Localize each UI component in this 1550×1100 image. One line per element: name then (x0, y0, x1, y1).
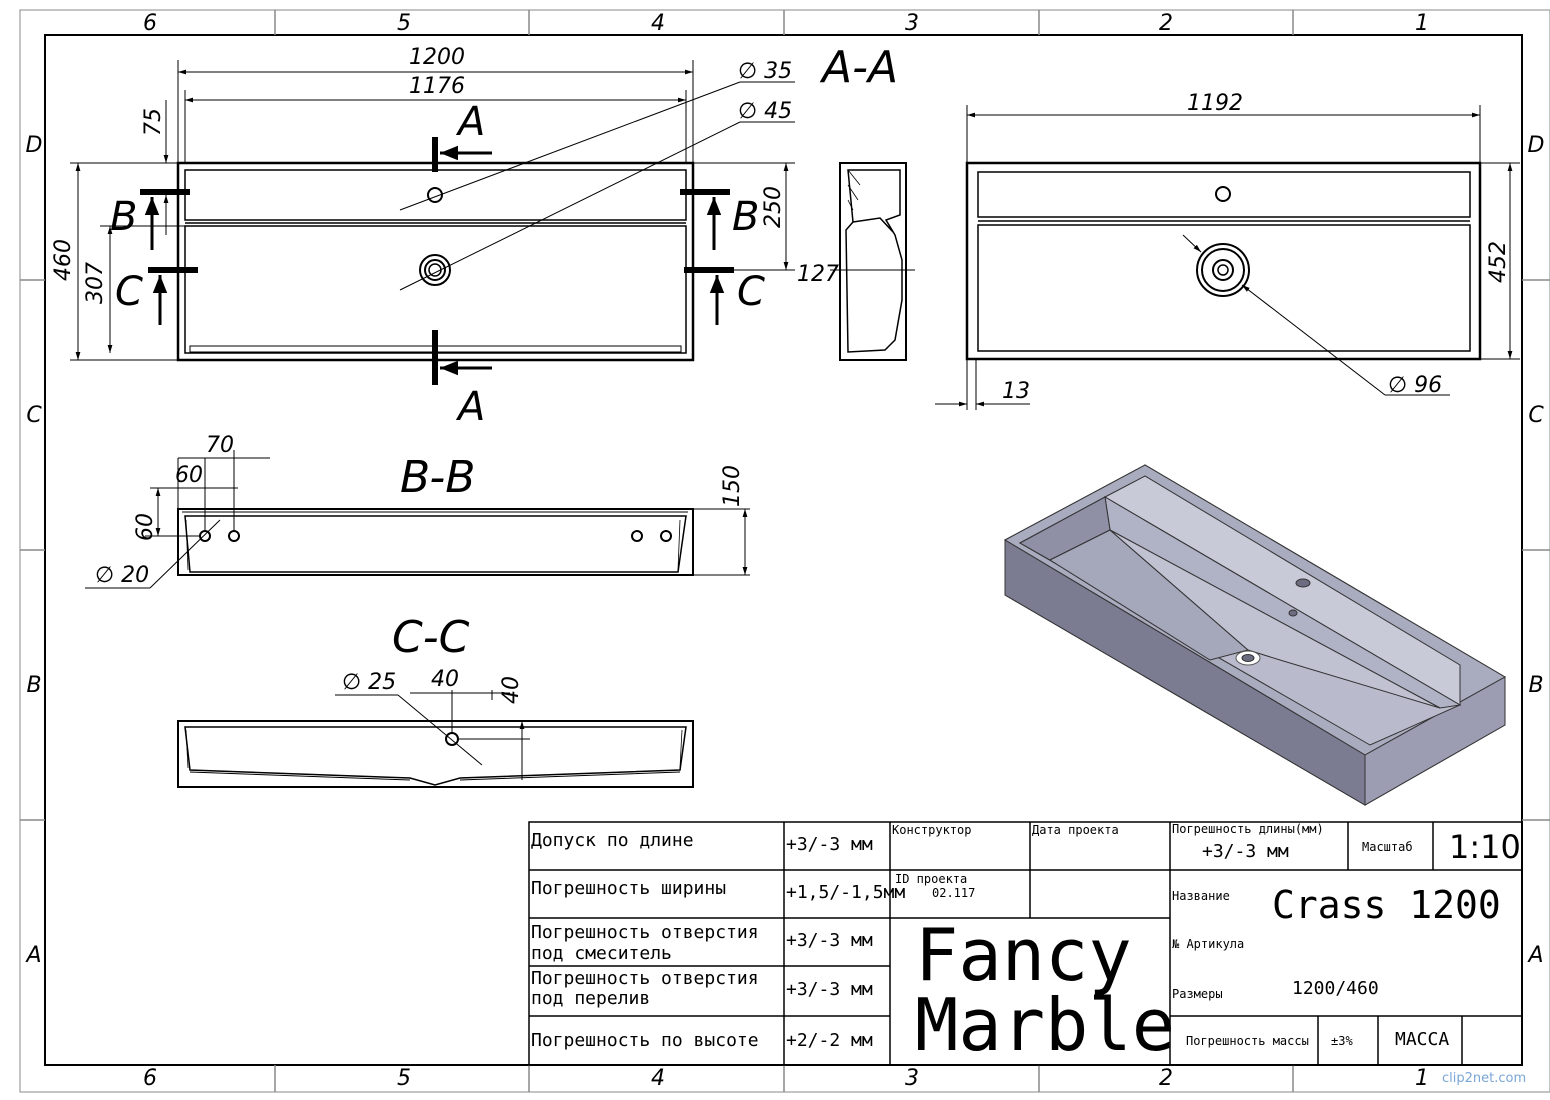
dim-70: 70 (206, 433, 234, 458)
cut-label-a: A (455, 384, 485, 430)
length-tol-value: +3/-3 мм (1202, 841, 1289, 862)
cut-label-b: B (732, 194, 759, 240)
tolerance-value: +2/-2 мм (786, 1030, 873, 1051)
col-label: 6 (143, 1066, 157, 1091)
col-label: 1 (1415, 1066, 1429, 1091)
col-label: 5 (397, 1066, 411, 1091)
col-label: 4 (651, 11, 665, 36)
dim-60-horizontal: 60 (175, 463, 203, 488)
tolerance-value: +3/-3 мм (786, 979, 873, 1000)
column-labels-top: 6 5 4 3 2 1 (143, 11, 1429, 36)
dim-dia-96: ∅ 96 (1388, 373, 1442, 398)
tolerance-value: +3/-3 мм (786, 834, 873, 855)
section-bb-labels: 70 60 60 150 ∅ 20 (95, 433, 745, 588)
product-name: Crass 1200 (1272, 883, 1501, 927)
article-label: № Артикула (1172, 937, 1244, 951)
section-cc (177, 690, 694, 788)
row-label: D (1528, 133, 1545, 158)
size-label: Размеры (1172, 987, 1223, 1001)
row-label: C (26, 403, 42, 428)
tolerance-label: Погрешность отверстия (531, 922, 759, 943)
row-label: C (1528, 403, 1544, 428)
col-label: 3 (905, 11, 919, 36)
dim-40-vertical: 40 (499, 676, 524, 704)
top-view (70, 60, 795, 385)
cut-label-c: C (115, 269, 143, 315)
tolerance-label: под смеситель (531, 943, 672, 964)
tolerance-label: Погрешность ширины (531, 878, 726, 899)
section-bb (85, 450, 750, 589)
tolerance-label: Погрешность отверстия (531, 968, 759, 989)
col-label: 2 (1159, 1066, 1173, 1091)
row-label: A (1526, 943, 1543, 968)
tolerance-value: +1,5/-1,5мм (786, 882, 905, 903)
dim-dia-25: ∅ 25 (342, 670, 396, 695)
cut-label-c: C (737, 269, 765, 315)
section-aa-profile (830, 162, 915, 361)
title-block (528, 821, 1523, 1066)
dim-307: 307 (83, 262, 108, 304)
scale-value: 1:10 (1449, 828, 1521, 866)
cut-labels: A A B B C C (110, 99, 765, 430)
basin-3d-render (1003, 464, 1507, 806)
dim-75: 75 (141, 108, 166, 136)
section-cc-title: C-C (392, 612, 470, 663)
project-id-label: ID проекта (895, 872, 967, 886)
right-top-view (935, 105, 1520, 410)
row-labels-right: D C B A (1526, 133, 1544, 968)
brand-logo-line1: Fancy (915, 913, 1132, 997)
col-label: 4 (651, 1066, 665, 1091)
cut-label-a: A (455, 99, 485, 145)
section-bb-title: B-B (400, 452, 475, 503)
mass-tol-label: Погрешность массы (1186, 1034, 1309, 1048)
mass-tol-value: ±3% (1331, 1034, 1353, 1048)
tolerance-label: Погрешность по высоте (531, 1030, 759, 1051)
row-label: B (26, 673, 41, 698)
column-labels-bottom: 6 5 4 3 2 1 (143, 1066, 1429, 1091)
dim-460: 460 (51, 239, 76, 281)
col-label: 5 (397, 11, 411, 36)
size-value: 1200/460 (1292, 978, 1379, 999)
dim-1192: 1192 (1187, 91, 1243, 116)
cut-label-b: B (110, 194, 137, 240)
dim-250: 250 (761, 186, 786, 228)
dim-40-horizontal: 40 (431, 667, 459, 692)
dim-dia-45: ∅ 45 (738, 99, 792, 124)
dim-dia-35: ∅ 35 (738, 59, 792, 84)
project-date-label: Дата проекта (1032, 823, 1119, 837)
row-label: A (24, 943, 41, 968)
dim-1200: 1200 (409, 45, 465, 70)
row-label: D (26, 133, 43, 158)
dim-452: 452 (1486, 241, 1511, 283)
section-aa-title: A-A (819, 42, 898, 93)
title-block-text: Допуск по длине +3/-3 мм Погрешность шир… (531, 822, 1521, 1067)
mass-label: МАССА (1395, 1029, 1449, 1050)
tolerance-value: +3/-3 мм (786, 930, 873, 951)
top-view-labels: 1200 1176 ∅ 35 ∅ 45 75 460 307 250 127 (51, 45, 839, 304)
col-label: 1 (1415, 11, 1429, 36)
dim-127: 127 (797, 262, 839, 287)
row-label: B (1528, 673, 1543, 698)
col-label: 6 (143, 11, 157, 36)
name-label: Название (1172, 889, 1230, 903)
dim-1176: 1176 (409, 74, 465, 99)
project-id-value: 02.117 (932, 886, 975, 900)
right-top-view-labels: 1192 452 13 ∅ 96 (1002, 91, 1511, 404)
tolerance-label: под перелив (531, 988, 650, 1009)
dim-dia-20: ∅ 20 (95, 563, 149, 588)
brand-logo-line2: Marble (915, 983, 1175, 1067)
scale-label: Масштаб (1362, 840, 1413, 854)
dim-150: 150 (720, 465, 745, 507)
tolerance-label: Допуск по длине (531, 830, 694, 851)
dim-60-vertical: 60 (133, 513, 158, 541)
length-tol-label: Погрешность длины(мм) (1172, 822, 1324, 836)
col-label: 3 (905, 1066, 919, 1091)
col-label: 2 (1159, 11, 1173, 36)
designer-label: Конструктор (892, 823, 971, 837)
dim-13: 13 (1002, 379, 1030, 404)
row-labels-left: D C B A (24, 133, 42, 968)
section-cc-labels: ∅ 25 40 40 (342, 667, 524, 704)
watermark: clip2net.com (1442, 1071, 1526, 1086)
